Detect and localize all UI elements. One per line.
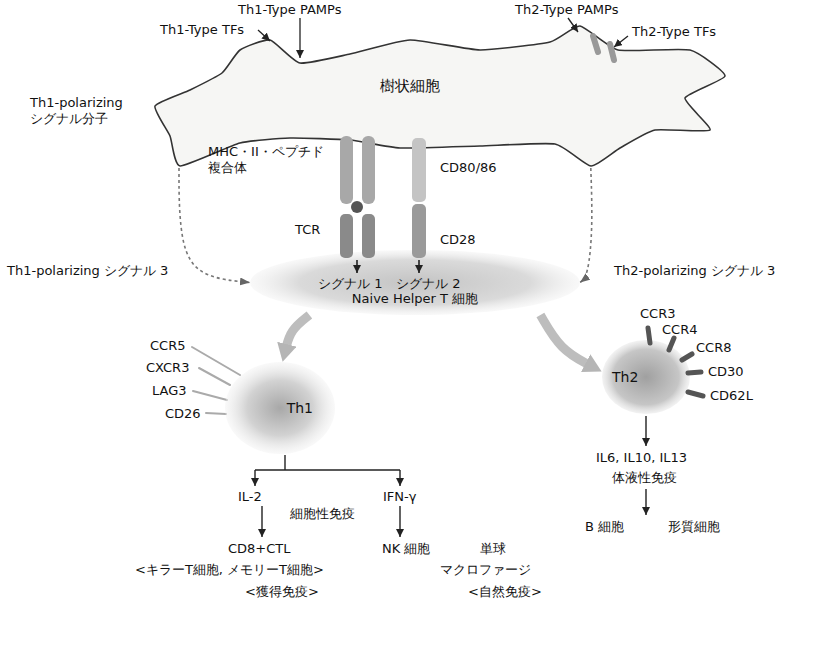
annotation-label: Th2-Type PAMPs (515, 2, 618, 18)
annotation-label: CD30 (708, 364, 744, 380)
differentiation-arrow (540, 315, 591, 366)
signal-arrow (418, 260, 420, 273)
connector-label: Th2-polarizing シグナル 3 (612, 263, 777, 279)
annotation-label: シグナル 2 (396, 276, 460, 292)
mhc-molecule (340, 136, 353, 204)
receptor-bar (648, 328, 650, 343)
cell-name: Th2 (612, 369, 638, 386)
annotation-label: <獲得免疫> (245, 584, 319, 600)
annotation-label: CD8+CTL (228, 541, 291, 557)
mhc-molecule (362, 136, 375, 204)
cell-body (250, 250, 580, 315)
differentiation-arrow (286, 315, 310, 350)
pointer-arrow (568, 18, 578, 32)
cell-body (602, 340, 690, 414)
signal-connector (179, 168, 250, 283)
pointer-arrow (299, 18, 300, 58)
arrow (261, 506, 262, 537)
annotation-label: <キラーT細胞, メモリーT細胞> (135, 562, 324, 578)
receptor-stub (199, 368, 230, 385)
th1-cell: Th1 (225, 362, 335, 454)
annotation-label: IFN-γ (383, 489, 416, 505)
receptor-stub (193, 391, 227, 400)
cell-body (225, 362, 335, 454)
arrow (645, 416, 646, 446)
annotation-label: 細胞性免疫 (290, 506, 355, 522)
annotation-label: CCR5 (150, 338, 185, 354)
annotation-label: MHC・II・ペプチド 複合体 (208, 144, 334, 177)
annotation-label: B 細胞 (585, 519, 624, 535)
cd80-molecule (412, 138, 426, 202)
cell-name: Th1 (287, 400, 313, 417)
cell-name: Naive Helper T 細胞 (352, 291, 478, 307)
cell-outline (225, 362, 335, 454)
receptor-bar (682, 354, 692, 360)
tcr-receptor (340, 214, 353, 258)
arrow (254, 470, 255, 486)
th2-cell: Th2 (602, 340, 690, 414)
annotation-label: IL6, IL10, IL13 (596, 450, 687, 466)
receptor-stub (206, 413, 226, 414)
receptor-bar (688, 392, 703, 396)
annotation-label: TCR (295, 222, 320, 238)
annotation-label: LAG3 (152, 383, 187, 399)
annotation-label: CD62L (710, 388, 753, 404)
annotation-label: <自然免疫> (468, 584, 542, 600)
cell-name: 樹状細胞 (380, 77, 440, 95)
tcr-receptor (362, 214, 375, 258)
pointer-arrow (614, 36, 628, 47)
receptor-bars (648, 328, 703, 396)
annotation-label: CCR4 (662, 322, 697, 338)
peptide-dot (351, 201, 363, 213)
annotation-label: CD80/86 (440, 160, 497, 176)
receptor-bar (688, 372, 701, 373)
receptor-stub (192, 347, 240, 375)
receptor-bar (610, 44, 614, 60)
arrow-stem (284, 455, 285, 470)
connector-label: Th1-polarizing シグナル 3 (5, 263, 170, 279)
annotation-label: CD26 (165, 406, 201, 422)
annotation-label: Th1-polarizing シグナル分子 (30, 95, 132, 128)
signal-connector (580, 168, 592, 283)
arrow (645, 489, 646, 515)
annotation-label: Th2-Type TFs (632, 24, 716, 40)
cd28-receptor (412, 204, 426, 258)
annotation-label: 形質細胞 (668, 519, 720, 535)
annotation-label: CD28 (440, 232, 476, 248)
pointer-arrow (258, 30, 270, 41)
receptor-bar (593, 36, 598, 52)
annotation-label: Th1-Type PAMPs (238, 2, 341, 18)
annotation-label: IL-2 (238, 489, 262, 505)
arrow (399, 506, 400, 537)
annotation-label: NK 細胞 (382, 541, 430, 557)
annotation-label: 体液性免疫 (612, 470, 677, 486)
annotation-label: マクロファージ (440, 562, 531, 578)
annotation-label: Th1-Type TFs (160, 22, 244, 38)
annotation-label: CXCR3 (146, 360, 189, 376)
arrow-branch (255, 469, 400, 470)
receptor-bar (669, 338, 674, 350)
arrow (399, 470, 400, 486)
annotation-label: シグナル 1 (318, 276, 382, 292)
signal-arrow (356, 260, 358, 273)
annotation-label: CCR3 (640, 306, 675, 322)
annotation-label: CCR8 (696, 340, 731, 356)
annotation-label: 単球 (480, 541, 506, 557)
